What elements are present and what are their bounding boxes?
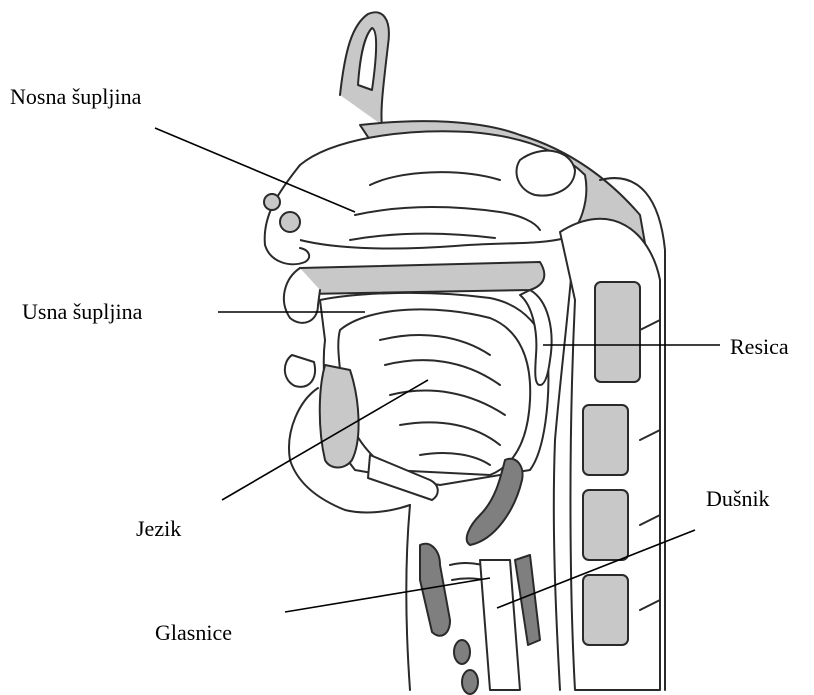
vertebra-4	[583, 575, 628, 645]
label-usna-supljina: Usna šupljina	[22, 301, 142, 323]
label-resica: Resica	[730, 336, 789, 358]
trachea	[480, 560, 520, 690]
hard-palate	[300, 262, 544, 294]
cartilage-1	[454, 640, 470, 664]
cartilage-2	[462, 670, 478, 694]
label-nosna-supljina: Nosna šupljina	[10, 86, 141, 108]
label-dusnik: Dušnik	[706, 488, 770, 510]
throat-front	[406, 505, 410, 690]
mandible	[320, 365, 359, 468]
nostril-2	[264, 194, 280, 210]
tongue	[338, 309, 530, 475]
vertebra-1	[595, 282, 640, 382]
vertebra-3	[583, 490, 628, 560]
nostril	[280, 212, 300, 232]
sphenoid-sinus	[516, 151, 575, 196]
vertebra-2	[583, 405, 628, 475]
leader-glasnice	[285, 578, 490, 612]
larynx-front	[420, 544, 450, 636]
label-jezik: Jezik	[136, 518, 181, 540]
lower-lip	[285, 355, 315, 387]
label-glasnice: Glasnice	[155, 622, 232, 644]
